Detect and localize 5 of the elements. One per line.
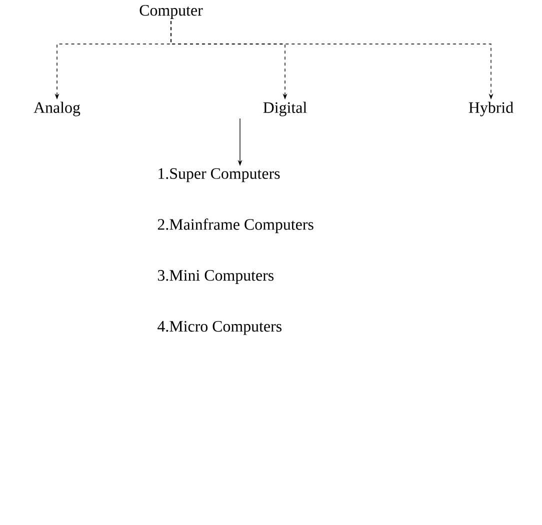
node-text: Digital <box>263 102 307 116</box>
node-text: Analog <box>34 102 80 116</box>
list-text: 1.Super Computers 2.Mainframe Computers 3.Mini Computers 4.Micro Computers <box>158 168 314 335</box>
node-text: Computer <box>140 5 203 19</box>
node-text: Hybrid <box>468 102 514 116</box>
